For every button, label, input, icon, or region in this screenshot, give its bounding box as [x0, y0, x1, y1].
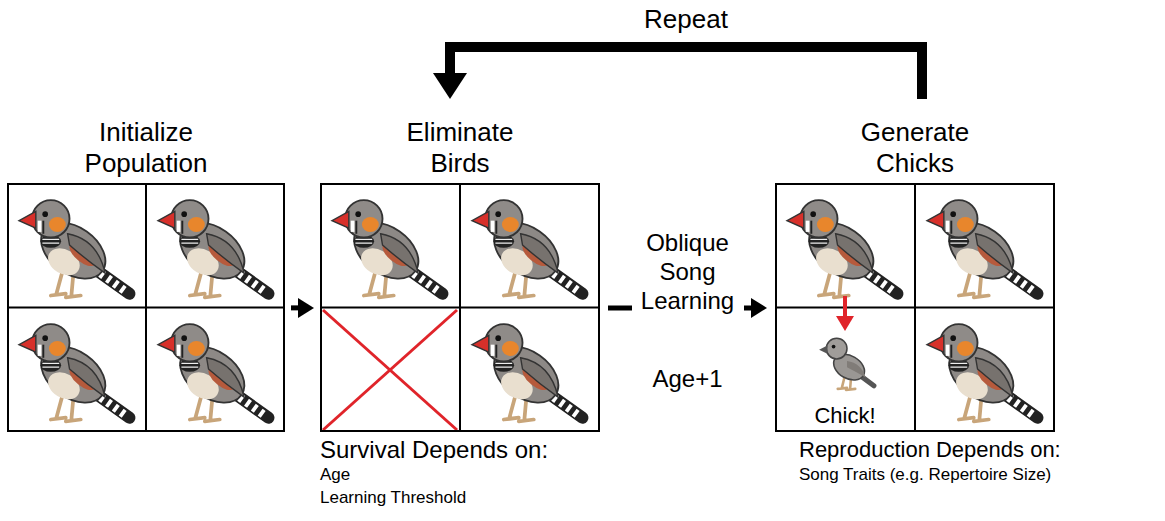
- stage-title: Initialize Population: [71, 117, 221, 179]
- chick-cell: Chick!: [775, 308, 915, 433]
- finch: [787, 200, 897, 297]
- arrow-head: [298, 298, 314, 318]
- finch: [158, 200, 268, 297]
- stage-caption: Learning Threshold: [320, 487, 600, 510]
- elimination-cross: [323, 310, 457, 430]
- finch: [19, 324, 129, 421]
- birth-arrow: [836, 296, 854, 331]
- connector-line: [450, 47, 922, 99]
- chick-bird: [819, 338, 874, 390]
- bird-grid: [320, 183, 600, 432]
- stage-caption: Age: [320, 464, 600, 487]
- finch: [927, 200, 1037, 297]
- finch: [472, 200, 582, 297]
- bird-grid: [775, 183, 1055, 432]
- connector-arrow: [291, 298, 314, 318]
- stage-caption: Song Traits (e.g. Repertoire Size): [775, 464, 1055, 487]
- stage-title: Eliminate Birds: [385, 117, 535, 179]
- population-panel: Eliminate BirdsSurvival Depends on:AgeLe…: [320, 117, 600, 510]
- bird-grid: [7, 183, 285, 432]
- arrow-head: [751, 298, 767, 318]
- edge-label: Repeat: [644, 2, 728, 37]
- grid-dividers: [7, 183, 1055, 432]
- population-panel: Initialize Population: [7, 117, 285, 432]
- stage-caption: Survival Depends on:: [320, 436, 600, 464]
- finch: [332, 200, 442, 297]
- finch: [472, 324, 582, 421]
- connector-arrow: [433, 47, 922, 99]
- stage-title: Generate Chicks: [840, 117, 990, 179]
- step-note: Age+1: [652, 365, 722, 394]
- chick-label: Chick!: [814, 403, 875, 432]
- finch: [927, 324, 1037, 421]
- finch: [158, 324, 268, 421]
- edge-label: Oblique Song Learning: [632, 227, 744, 317]
- population-panel: Generate ChicksReproduction Depends on:S…: [775, 117, 1055, 487]
- arrow-head: [433, 73, 467, 99]
- finch-birds: [19, 200, 1037, 421]
- stage-caption: Reproduction Depends on:: [775, 436, 1055, 464]
- finch: [19, 200, 129, 297]
